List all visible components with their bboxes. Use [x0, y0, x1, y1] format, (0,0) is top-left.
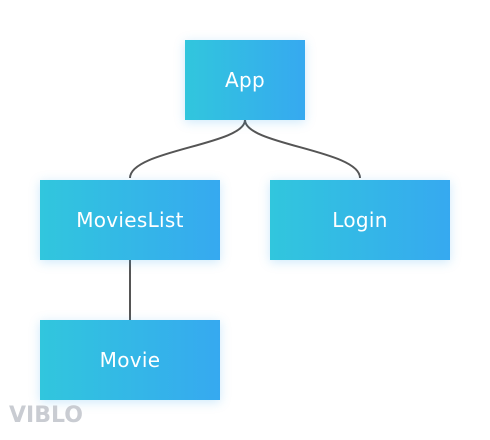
node-login-label: Login: [332, 208, 388, 232]
viblo-watermark: VIBLO: [9, 403, 83, 428]
node-movie-label: Movie: [99, 348, 161, 372]
node-app-label: App: [225, 68, 265, 92]
node-movie: Movie: [40, 320, 220, 400]
edge-app-login: [244, 119, 361, 179]
node-app: App: [185, 40, 305, 120]
node-movies-list-label: MoviesList: [76, 208, 184, 232]
edge-app-movieslist: [129, 119, 246, 179]
node-movies-list: MoviesList: [40, 180, 220, 260]
node-login: Login: [270, 180, 450, 260]
